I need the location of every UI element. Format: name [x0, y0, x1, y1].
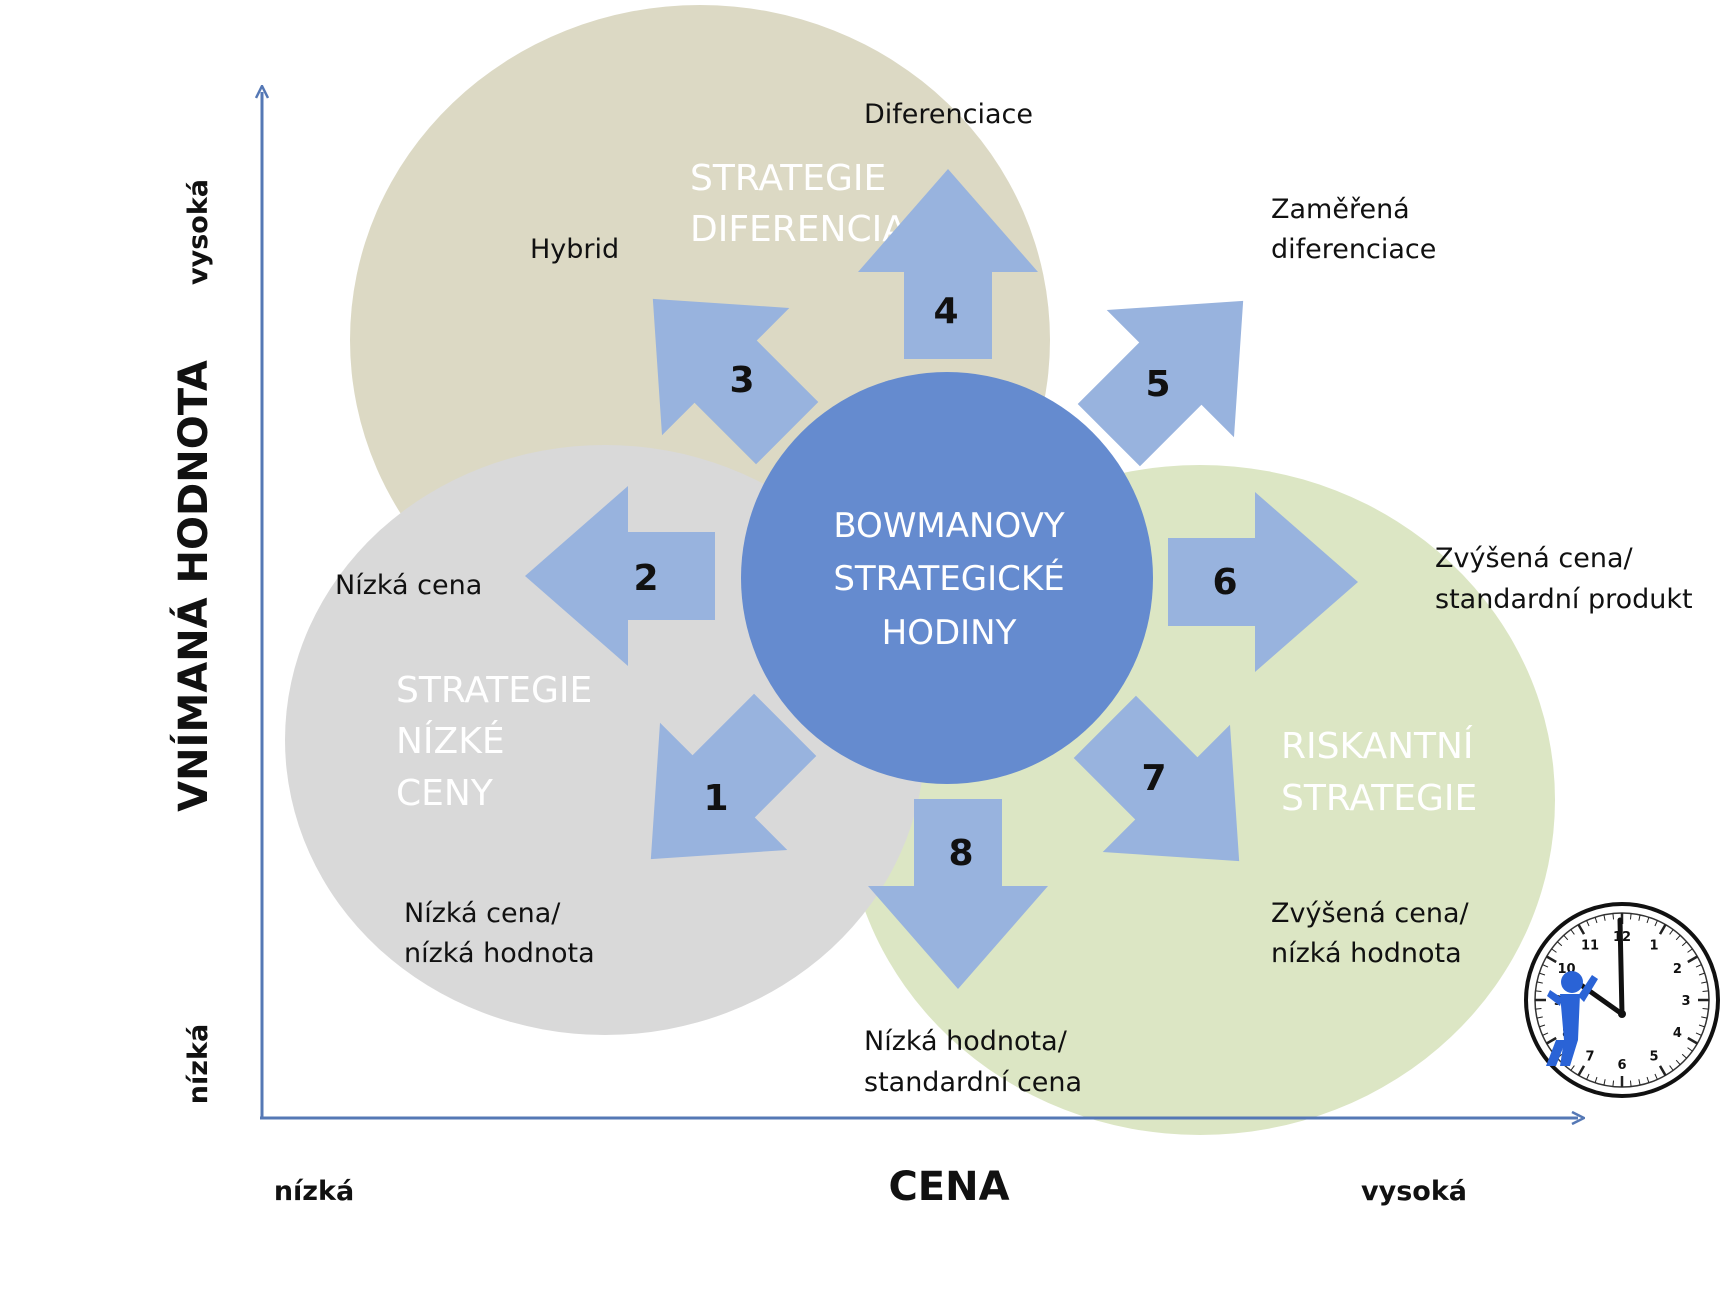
label-low-price: Nízká cena [335, 570, 482, 601]
arrow-number-5: 5 [1145, 364, 1170, 405]
arrow-number-6: 6 [1212, 562, 1237, 603]
y-axis-high-label: vysoká [183, 179, 214, 285]
clock-number: 1 [1649, 939, 1658, 954]
center-title-line-3: HODINY [882, 613, 1017, 653]
arrow-3 [652, 298, 819, 465]
label-focused-diff-line-2: diferenciace [1271, 234, 1436, 265]
clock-number: 11 [1581, 939, 1599, 954]
x-axis-title: CENA [888, 1164, 1009, 1210]
clock-number: 3 [1681, 994, 1690, 1009]
center-title-line-1: BOWMANOVY [833, 506, 1065, 546]
arrow-5 [1077, 300, 1244, 467]
arrow-number-1: 1 [703, 778, 728, 819]
clock-icon: 121234567891011 [1524, 902, 1720, 1098]
figure-icon [1546, 971, 1598, 1066]
region-low-price-line-2: NÍZKÉ [396, 720, 505, 762]
label-low-price-low-value-line-1: Nízká cena/ [404, 898, 561, 929]
arrow-4 [858, 169, 1038, 359]
label-hybrid: Hybrid [530, 234, 619, 265]
arrow-number-8: 8 [948, 833, 973, 874]
arrow-number-4: 4 [933, 291, 958, 332]
region-differentiation-line-1: STRATEGIE [690, 158, 886, 199]
arrow-2 [525, 486, 715, 666]
arrow-number-7: 7 [1141, 758, 1166, 799]
arrow-number-2: 2 [633, 558, 658, 599]
region-low-price-line-1: STRATEGIE [396, 670, 592, 711]
arrow-number-3: 3 [729, 360, 754, 401]
arrow-6 [1168, 492, 1358, 672]
arrow-layer [525, 169, 1358, 989]
y-axis-low-label: nízká [183, 1024, 214, 1104]
label-low-price-low-value-line-2: nízká hodnota [404, 938, 595, 969]
region-risky-line-1: RISKANTNÍ [1281, 725, 1474, 767]
arrow-1 [650, 693, 817, 860]
x-axis-low-label: nízká [274, 1176, 354, 1207]
clock-number: 5 [1649, 1049, 1658, 1064]
x-axis-high-label: vysoká [1361, 1176, 1467, 1207]
label-low-value-std-price-line-2: standardní cena [864, 1067, 1082, 1098]
label-diferenciace: Diferenciace [864, 99, 1033, 130]
arrow-7 [1073, 695, 1240, 862]
label-increased-price-low-value-line-1: Zvýšená cena/ [1271, 898, 1469, 929]
label-increased-price-std-line-1: Zvýšená cena/ [1435, 543, 1633, 574]
label-low-value-std-price-line-1: Nízká hodnota/ [864, 1026, 1068, 1057]
clock-number: 4 [1673, 1026, 1682, 1041]
y-axis-title: VNÍMANÁ HODNOTA [169, 360, 217, 812]
clock-number: 7 [1585, 1049, 1594, 1064]
clock-number: 2 [1673, 962, 1682, 977]
center-circle [741, 372, 1153, 784]
region-risky-line-2: STRATEGIE [1281, 778, 1477, 819]
label-increased-price-low-value-line-2: nízká hodnota [1271, 938, 1462, 969]
label-increased-price-std-line-2: standardní produkt [1435, 584, 1693, 615]
arrow-8 [868, 799, 1048, 989]
region-low-price-line-3: CENY [396, 773, 494, 814]
clock-number: 6 [1617, 1058, 1626, 1073]
label-focused-diff-line-1: Zaměřená [1271, 194, 1410, 225]
center-title-line-2: STRATEGICKÉ [833, 558, 1064, 599]
